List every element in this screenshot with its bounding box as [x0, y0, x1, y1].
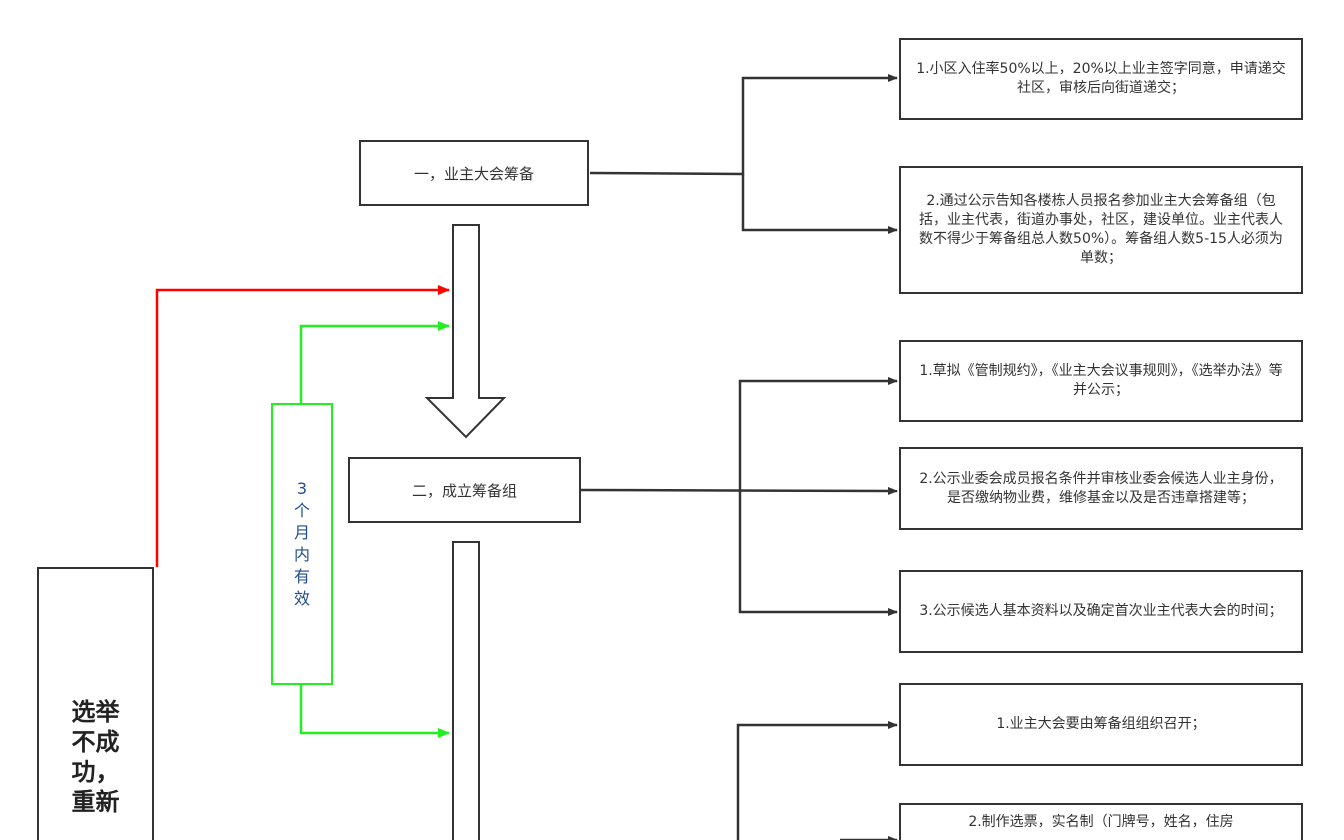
flow-arrow-shaft	[452, 541, 480, 840]
connector-s2-d3	[738, 491, 898, 616]
detail-box-1-2: 2.通过公示告知各楼栋人员报名参加业主大会筹备组（包括，业主代表，街道办事处，社…	[899, 166, 1303, 294]
detail-box-2-3: 3.公示候选人基本资料以及确定首次业主代表大会的时间；	[899, 570, 1303, 653]
detail-box-2-2: 2.公示业委会成员报名条件并审核业委会候选人业主身份，是否缴纳物业费，维修基金以…	[899, 447, 1303, 530]
detail-text-1-1: 1.小区入住率50%以上，20%以上业主签字同意，申请递交社区，审核后向街道递交…	[916, 61, 1286, 96]
retry-box: 选举不成功，重新	[37, 567, 154, 840]
detail-box-2-1: 1.草拟《管制规约》，《业主大会议事规则》，《选举办法》等并公示；	[899, 340, 1303, 422]
connector-s2-d1	[738, 377, 898, 491]
validity-text: 3个月内有效	[293, 479, 310, 608]
flow-arrow-hollow	[424, 224, 507, 439]
connector-s1-d2	[741, 174, 898, 234]
step-2-box: 二，成立筹备组	[348, 457, 581, 523]
detail-box-3-2: 2.制作选票，实名制（门牌号，姓名，住房	[899, 803, 1303, 840]
detail-text-2-2: 2.公示业委会成员报名条件并审核业委会候选人业主身份，是否缴纳物业费，维修基金以…	[919, 470, 1283, 506]
connector-s3-d1	[736, 721, 898, 840]
validity-arrow-top	[299, 321, 450, 404]
step-2-label: 二，成立筹备组	[411, 481, 517, 500]
step-1-box: 一，业主大会筹备	[359, 140, 589, 206]
detail-box-3-1: 1.业主大会要由筹备组组织召开；	[899, 683, 1303, 766]
validity-box: 3个月内有效	[271, 403, 333, 685]
retry-arrow	[155, 285, 450, 567]
connector-s1-d1	[589, 74, 898, 176]
validity-arrow-bottom	[299, 685, 450, 738]
detail-text-2-3: 3.公示候选人基本资料以及确定首次业主代表大会的时间；	[919, 603, 1283, 619]
retry-text: 选举不成功，重新	[71, 698, 120, 816]
step-1-label: 一，业主大会筹备	[413, 164, 534, 183]
detail-box-1-1: 1.小区入住率50%以上，20%以上业主签字同意，申请递交社区，审核后向街道递交…	[899, 38, 1303, 120]
detail-text-2-1: 1.草拟《管制规约》，《业主大会议事规则》，《选举办法》等并公示；	[919, 363, 1283, 398]
detail-text-3-1: 1.业主大会要由筹备组组织召开；	[996, 716, 1206, 732]
detail-text-1-2: 2.通过公示告知各楼栋人员报名参加业主大会筹备组（包括，业主代表，街道办事处，社…	[919, 193, 1283, 266]
detail-text-3-2: 2.制作选票，实名制（门牌号，姓名，住房	[968, 814, 1234, 830]
